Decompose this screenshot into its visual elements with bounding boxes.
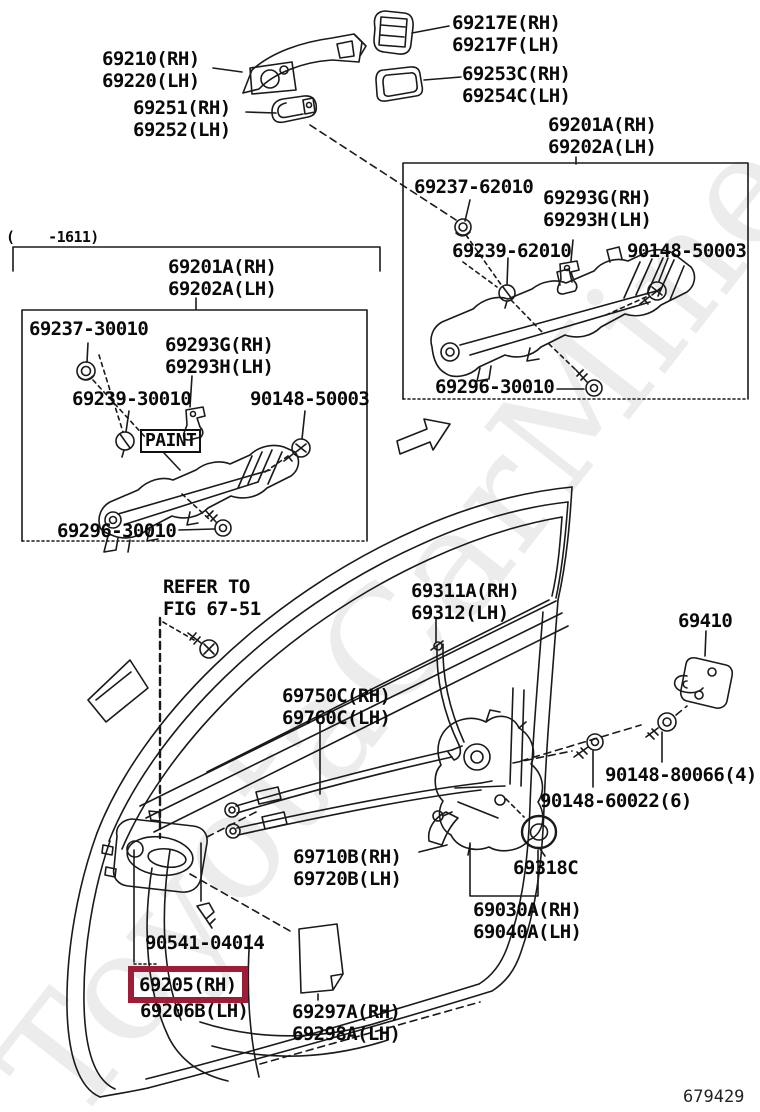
left-assembly-box — [12, 246, 381, 553]
lock-cables-drawing — [224, 723, 493, 839]
handle-gasket-drawing — [375, 66, 462, 102]
handle-pad-drawing — [373, 10, 450, 55]
grommet-drawing — [505, 798, 558, 857]
outer-handle-drawing — [212, 33, 367, 95]
direction-arrow-icon — [396, 418, 451, 455]
handle-bezel-drawing — [245, 95, 457, 221]
refer-screw-drawing — [162, 621, 219, 659]
inner-handle-drawing — [101, 810, 291, 965]
lock-screw-drawing — [512, 733, 604, 788]
striker-drawing — [520, 630, 734, 763]
door-lock-drawing — [418, 709, 544, 897]
right-assembly-box — [402, 156, 749, 400]
window-guide-rod-drawing — [430, 617, 465, 761]
service-card-drawing — [298, 923, 344, 1001]
